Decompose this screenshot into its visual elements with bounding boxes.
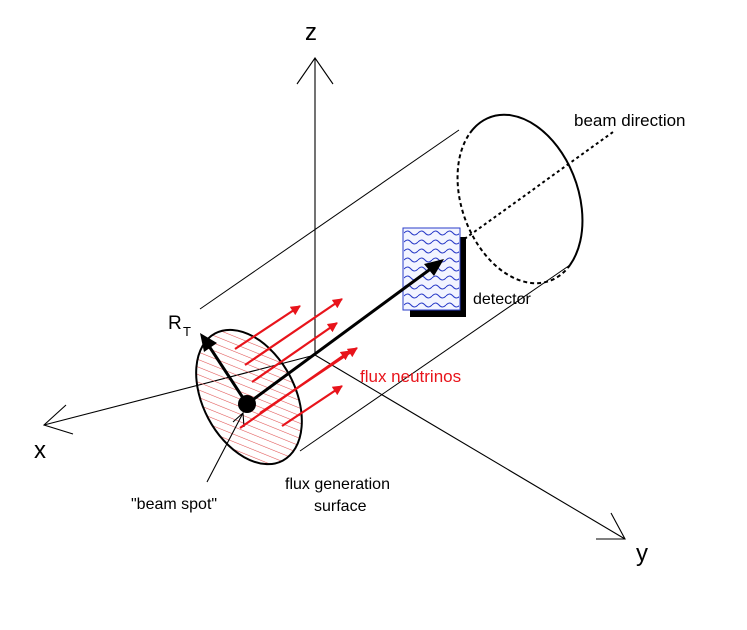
y-axis [314,354,626,540]
flux-arrow [244,298,343,366]
flux-arrow [234,305,301,350]
radius-label-subscript: T [183,324,191,339]
radius-arrowhead [200,333,217,352]
y-axis-label: y [636,540,648,567]
radius-arrow [203,339,249,405]
beam-axis-arrowhead [424,259,444,276]
flux-arrow [281,385,343,427]
flux-neutrino-arrows [234,298,358,429]
far-end-ellipse-hidden [456,132,571,285]
z-axis-label: z [305,19,317,46]
radius-label: R [168,313,182,334]
cylinder-bottom-edge [299,264,571,452]
beam-spot-pointer [206,411,245,483]
beam-direction-label: beam direction [574,111,686,130]
flux-generation-label-line1: flux generation [285,476,390,493]
flux-generation-label-line2: surface [314,498,367,515]
x-axis-label: x [34,437,46,464]
flux-cylinder [199,113,584,452]
x-axis-arrowhead [42,404,74,435]
y-axis-arrowhead [596,512,626,540]
beam-spot-label: "beam spot" [131,496,217,513]
flux-arrow [259,347,358,414]
beam-spot-dot [238,395,256,413]
detector-label: detector [473,291,531,308]
flux-arrow [251,322,338,383]
beam-direction-line [444,131,614,254]
flux-neutrinos-label: flux neutrinos [360,367,461,386]
axes [42,57,626,540]
cylinder-top-edge [199,129,460,310]
beam-axis-arrow [246,260,441,406]
z-axis-arrowhead [296,57,334,85]
far-end-ellipse-visible [469,113,584,266]
